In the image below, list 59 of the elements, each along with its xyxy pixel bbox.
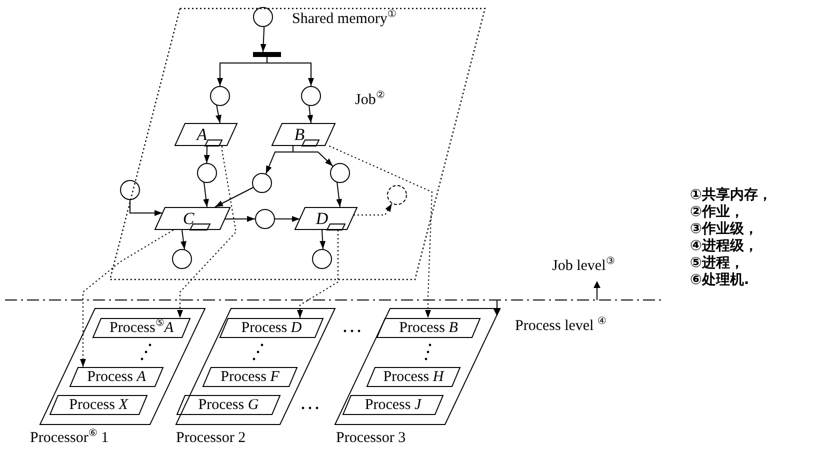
state-circle [252,173,272,193]
processor-label: Processor 3 [336,430,406,447]
arrow [216,104,222,124]
arrow [266,56,314,86]
arrow [130,200,163,216]
state-circle [253,7,273,27]
arrow [274,216,300,222]
process-box: Process D [220,318,323,338]
note-text: ②作业， [690,204,744,221]
state-circle [330,163,350,183]
arrow [307,105,314,124]
note-text: ⑤进程， [690,255,744,272]
mapping-arrow [328,146,433,318]
process-box: Process G [177,395,280,415]
process-box: Process F [203,367,297,387]
process-box: Process A [70,367,163,387]
task-box: B [272,123,335,146]
state-circle [387,185,407,205]
arrow [224,216,256,222]
mapping-arrow [177,146,237,318]
state-circle [197,163,217,183]
arrow [320,230,326,250]
arrow [214,187,254,208]
job-region [110,8,485,280]
processor-label: Processor 2 [176,430,246,447]
arrow [336,182,342,208]
process-box: Process H [367,367,460,387]
state-circle [172,249,192,269]
processor-frame [176,308,335,425]
process-box: Process J [343,395,443,415]
arrow [292,146,334,167]
mapping-arrow [297,230,338,318]
arrow [260,26,266,52]
arrow [203,182,209,208]
state-circle [255,209,275,229]
state-circle [210,86,230,106]
note-text: ④进程级， [690,238,758,255]
job-label: Job$^{②}$ [355,92,385,109]
process-box: Process X [50,395,147,415]
note-text: ①共享内存， [690,187,772,204]
task-box: A [175,123,237,146]
process-box: Process B [377,318,480,338]
task-box: D [295,207,357,230]
level-label: Job level$^{③}$ [552,258,615,275]
state-circle [301,86,321,106]
arrow [204,146,210,164]
memory-label: Shared memory$^{①}$ [292,11,396,28]
processor-label: Processor$^{⑥}$ 1 [30,430,109,447]
mapping-arrow [80,230,174,368]
processor-frame [335,308,500,425]
mapping-arrow [353,203,392,216]
note-text: ⑥处理机. [690,272,750,289]
level-label: Process level $^{④}$ [515,318,606,335]
arrow [180,230,186,250]
task-box: C [155,207,230,230]
state-circle [120,180,140,200]
state-circle [312,249,332,269]
fork-bar [253,52,281,57]
note-text: ③作业级， [690,221,758,238]
